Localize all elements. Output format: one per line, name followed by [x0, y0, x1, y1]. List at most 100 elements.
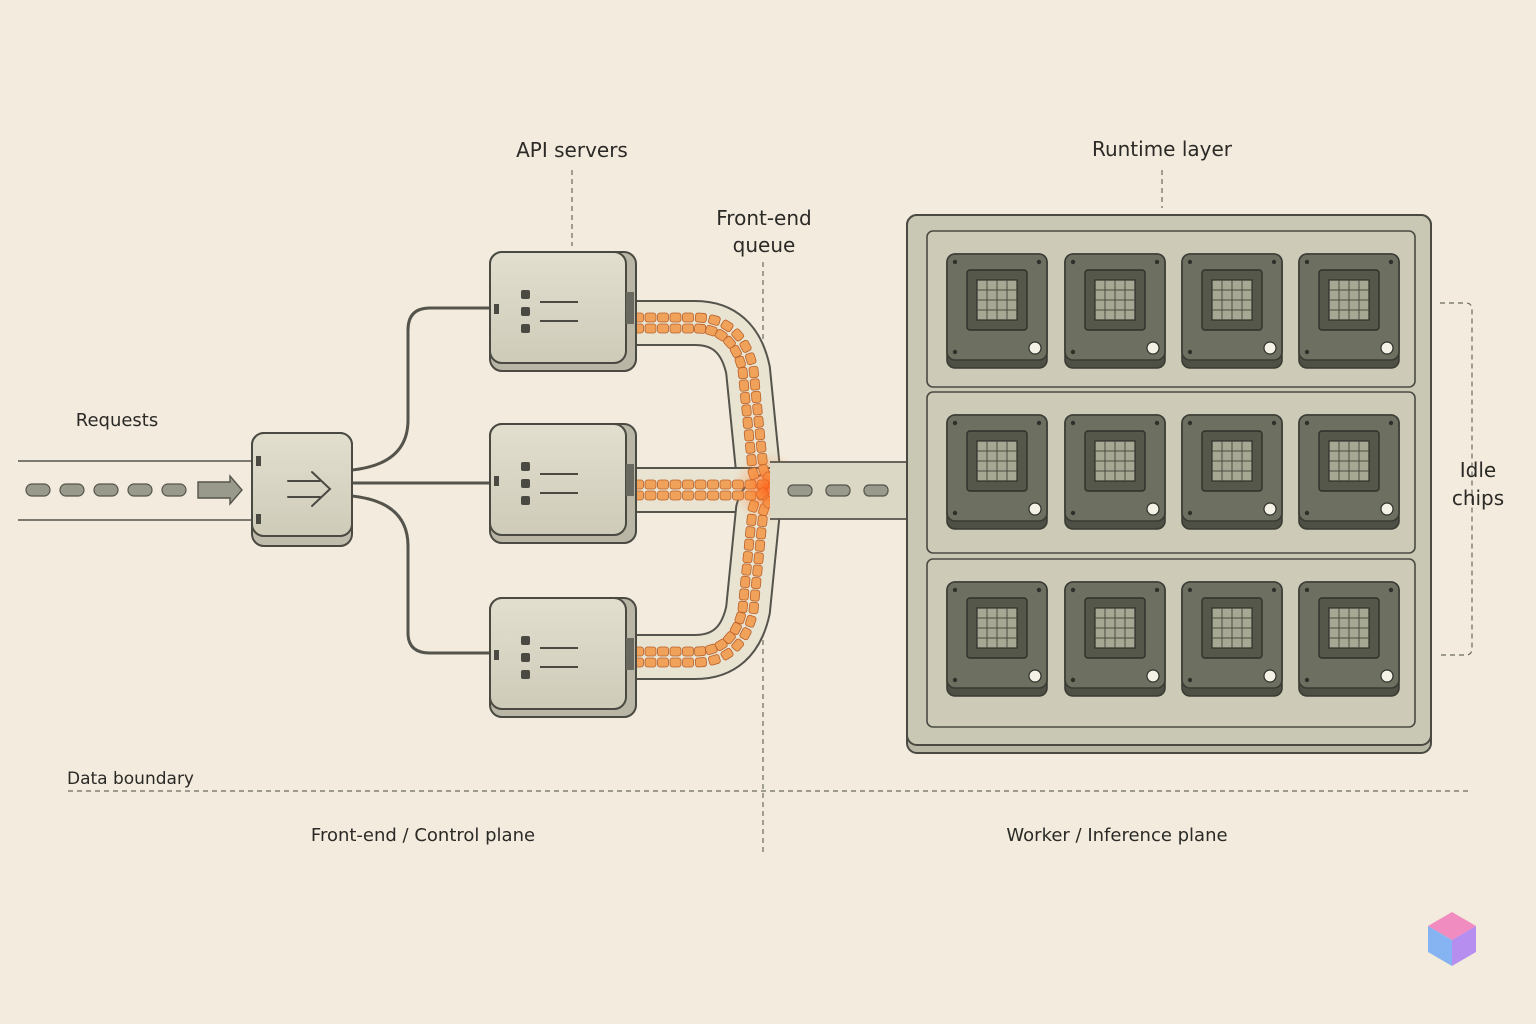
runtime-row: [926, 391, 1416, 554]
queued-request: [754, 428, 766, 441]
request-dash: [161, 483, 187, 497]
runtime-row: [926, 558, 1416, 728]
idle-chips-label-line1: Idle: [1460, 458, 1496, 482]
front-end-plane-label: Front-end / Control plane: [311, 825, 535, 846]
runtime-pipe-dash: [787, 484, 813, 497]
runtime-layer-label: Runtime layer: [1092, 137, 1233, 161]
chip-status-led: [1380, 341, 1394, 355]
lb-connectors: [351, 306, 498, 655]
queued-request: [737, 600, 749, 613]
queued-request: [657, 657, 669, 668]
queued-request: [694, 490, 707, 501]
queued-request: [750, 576, 762, 590]
queued-request: [707, 479, 719, 490]
idle-chips-bracket: [1440, 302, 1473, 656]
queued-request: [657, 490, 669, 501]
queued-request: [745, 352, 757, 366]
queued-request: [644, 323, 657, 334]
chip-icon: [1181, 581, 1283, 697]
chip-status-led: [1380, 669, 1394, 683]
chip-status-led: [1263, 341, 1277, 355]
server-node: [489, 423, 637, 544]
queued-request: [669, 323, 682, 334]
queued-request: [741, 404, 752, 417]
runtime-row: [926, 230, 1416, 388]
request-arrow-icon: [197, 474, 243, 506]
request-dash: [59, 483, 85, 497]
chip-icon: [946, 253, 1048, 369]
queued-request: [669, 312, 682, 323]
queued-request: [742, 551, 753, 564]
data-boundary-label: Data boundary: [67, 769, 194, 789]
server-icon: [521, 636, 578, 679]
queued-request: [739, 627, 752, 641]
queued-request: [752, 403, 763, 416]
queued-request: [694, 646, 707, 657]
queued-request: [740, 575, 751, 589]
worker-plane-label: Worker / Inference plane: [1006, 825, 1227, 846]
queued-request: [750, 390, 762, 404]
chip-status-led: [1263, 502, 1277, 516]
chip-status-led: [1380, 502, 1394, 516]
front-end-queue-label-line1: Front-end: [716, 206, 811, 230]
queued-request: [729, 622, 742, 636]
queued-request: [749, 378, 761, 391]
api-servers-label: API servers: [516, 138, 628, 162]
queued-request: [682, 657, 694, 668]
queued-request: [720, 319, 734, 333]
labels: API servers Runtime layer Front-end queu…: [67, 137, 1504, 846]
requests-label: Requests: [76, 410, 159, 431]
queued-request: [755, 440, 767, 453]
queued-request: [644, 479, 657, 490]
queued-request: [719, 479, 732, 490]
guide-lines: [68, 170, 1473, 855]
chip-status-led: [1146, 341, 1160, 355]
queued-request: [657, 479, 669, 490]
server-icon: [521, 462, 578, 505]
queued-request: [644, 490, 657, 501]
server-icon: [521, 290, 578, 333]
queued-request: [682, 646, 694, 657]
front-end-queue-label-line2: queue: [733, 233, 796, 257]
queued-request: [752, 564, 763, 577]
queued-request: [682, 479, 694, 490]
server-node: [489, 251, 637, 372]
queued-request: [745, 441, 756, 454]
runtime-pipe-dash: [863, 484, 889, 497]
chip-status-led: [1263, 669, 1277, 683]
queued-request: [745, 526, 756, 539]
queued-request: [742, 416, 753, 429]
chip-status-led: [1028, 669, 1042, 683]
queued-request: [708, 314, 721, 326]
idle-chips-label-line2: chips: [1452, 486, 1504, 510]
runtime-pipe: [770, 461, 911, 520]
chip-icon: [1181, 253, 1283, 369]
chip-icon: [946, 581, 1048, 697]
chip-icon: [1064, 581, 1166, 697]
chip-icon: [1064, 253, 1166, 369]
queued-request: [644, 646, 657, 657]
chip-icon: [1298, 253, 1400, 369]
queued-request: [657, 323, 669, 334]
queued-request: [740, 391, 751, 405]
queued-request: [731, 638, 745, 652]
request-dash: [93, 483, 119, 497]
queued-request: [743, 429, 755, 442]
queued-request: [720, 647, 734, 661]
chip-icon: [1064, 414, 1166, 530]
chip-icon: [946, 414, 1048, 530]
request-dash: [25, 483, 51, 497]
queued-request: [753, 552, 764, 565]
runtime-pipe-dash: [825, 484, 851, 497]
queued-request: [708, 654, 721, 666]
queued-request: [682, 490, 694, 501]
api-servers: [489, 251, 637, 718]
queued-request: [745, 614, 757, 628]
request-dash: [127, 483, 153, 497]
cube-icon: [1428, 912, 1476, 966]
queued-request: [644, 657, 657, 668]
queued-request: [719, 490, 732, 501]
queued-request: [755, 527, 767, 540]
queued-request: [749, 589, 761, 602]
